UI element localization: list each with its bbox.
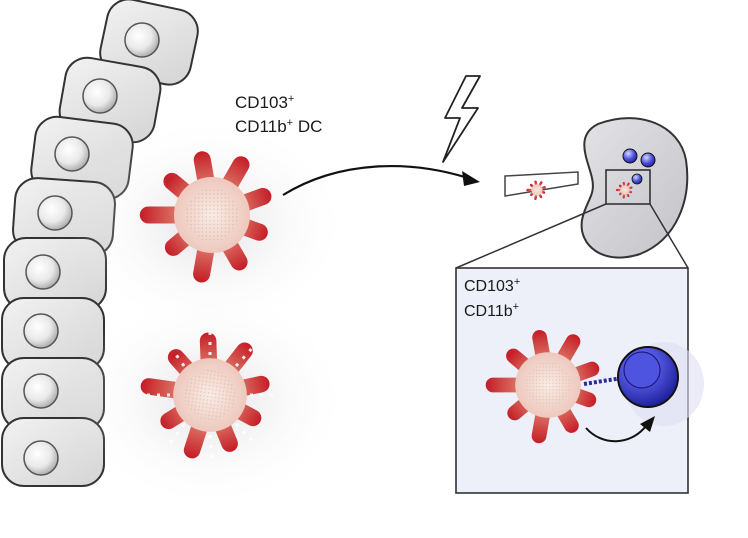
zoom-connector — [455, 203, 689, 269]
lightning-bolt-icon — [442, 75, 481, 163]
inset-label: CD103+ CD11b+ — [464, 275, 520, 325]
inset-panel — [455, 267, 704, 494]
inset-label-line1: CD103 — [464, 278, 514, 295]
dendritic-cell-dotted-icon — [70, 290, 350, 510]
dc-label: CD103+ CD11b+ DC — [235, 92, 322, 140]
t-cell-icon — [617, 342, 704, 426]
inset-label-line1-sup: + — [513, 276, 521, 288]
dc-label-line1-sup: + — [287, 93, 295, 105]
dc-label-line1: CD103 — [235, 93, 288, 112]
dendritic-cell-icon — [70, 115, 350, 335]
dc-label-line2-sup: + — [286, 117, 294, 129]
epithelial-cell — [1, 297, 105, 371]
dc-label-line2-suffix: DC — [293, 117, 323, 136]
dc-label-line2: CD11b — [235, 117, 287, 136]
inset-label-line2: CD11b — [464, 303, 513, 320]
lymph-node-icon — [504, 117, 689, 259]
inset-label-line2-sup: + — [512, 301, 520, 313]
migration-arrow-icon — [282, 165, 480, 196]
interaction-arrow-icon — [585, 416, 655, 443]
